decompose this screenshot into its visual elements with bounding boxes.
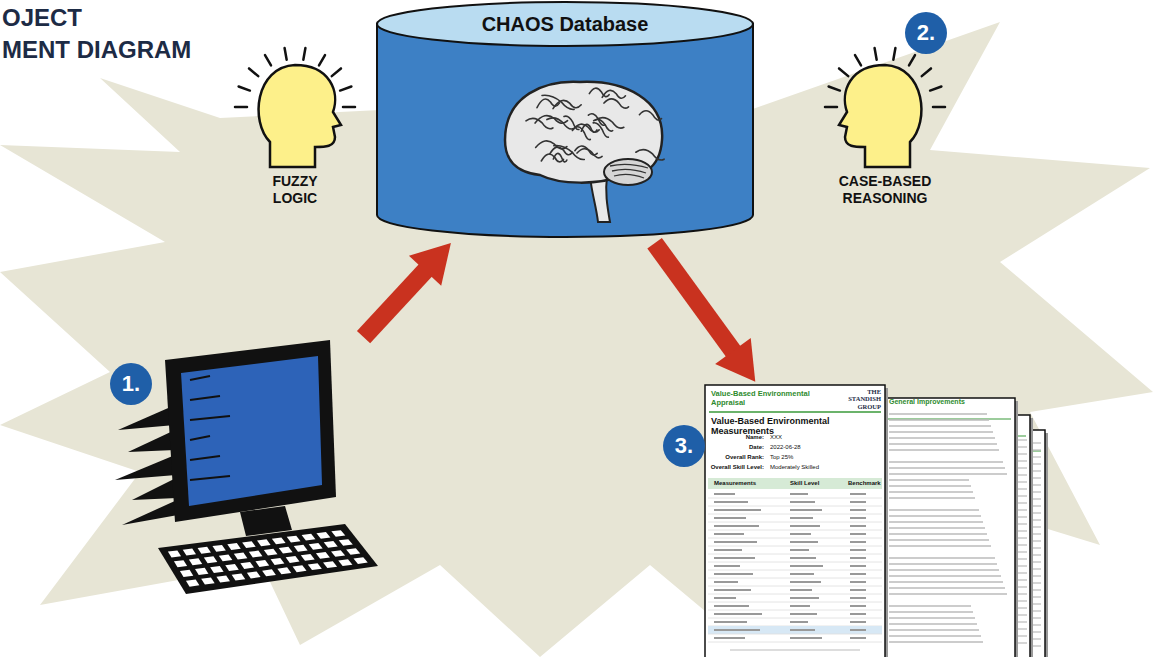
field-value: Top 25% — [770, 454, 793, 461]
field-name: Name: — [706, 434, 764, 441]
light-ray — [825, 106, 837, 109]
field-name: Date: — [706, 444, 764, 451]
brain — [505, 82, 664, 222]
idea-head — [825, 48, 945, 167]
database-title: CHAOS Database — [375, 12, 755, 36]
light-ray — [909, 55, 915, 65]
field-value: 2022-06-28 — [770, 444, 801, 451]
light-ray — [343, 106, 355, 109]
light-ray — [855, 55, 861, 65]
page-heading: General Improvements — [889, 398, 965, 406]
document-heading: Value-Based Environmental Measurements — [711, 416, 881, 437]
light-ray — [930, 86, 941, 90]
field-name: Overall Rank: — [706, 454, 764, 461]
light-ray — [332, 68, 341, 76]
field-value: XXX — [770, 434, 782, 441]
light-ray — [235, 106, 247, 109]
table-header: Skill Level — [790, 480, 819, 487]
light-ray — [893, 48, 895, 60]
cylinder-body — [377, 24, 753, 237]
light-ray — [239, 86, 250, 90]
light-ray — [249, 68, 258, 76]
idea-head-node: FUZZY LOGIC — [225, 45, 365, 215]
field-name: Overall Skill Level: — [706, 464, 764, 471]
computer — [115, 340, 378, 594]
light-ray — [839, 68, 848, 76]
table-header: Measurements — [714, 480, 756, 487]
arrow-shaft — [655, 243, 738, 357]
database-cylinder-shape — [375, 0, 755, 240]
arrow-shaft — [364, 265, 431, 337]
idea-head-node-shape — [815, 45, 955, 215]
flow-arrow — [655, 243, 756, 382]
callout-number: 3. — [663, 425, 705, 467]
arrow-head — [409, 243, 451, 286]
light-ray — [303, 48, 305, 60]
idea-head-node-shape — [225, 45, 365, 215]
field-value: Moderately Skilled — [770, 464, 819, 471]
arrow-head — [715, 338, 755, 382]
heading-fragment: MENT DIAGRAM — [2, 36, 191, 64]
head-label: FUZZY LOGIC — [260, 173, 330, 207]
light-ray — [340, 86, 351, 90]
flow-arrow — [364, 243, 451, 337]
head-outline — [259, 65, 341, 167]
document-title: Value-Based Environmental Appraisal — [711, 390, 829, 407]
database-cylinder: CHAOS Database — [375, 0, 755, 240]
light-ray — [875, 48, 877, 60]
light-ray — [933, 106, 945, 109]
light-ray — [829, 86, 840, 90]
light-ray — [285, 48, 287, 60]
idea-head — [235, 48, 355, 167]
light-ray — [319, 55, 325, 65]
light-ray — [265, 55, 271, 65]
light-ray — [922, 68, 931, 76]
table-header: Benchmark — [848, 480, 881, 487]
callout-number: 2. — [905, 12, 947, 54]
idea-head-node: CASE-BASED REASONING — [815, 45, 955, 215]
report-pages — [705, 385, 1048, 657]
head-label: CASE-BASED REASONING — [830, 173, 940, 207]
head-outline — [839, 65, 921, 167]
callout-number: 1. — [110, 363, 152, 405]
heading-fragment: OJECT — [2, 4, 82, 32]
computer-node: 1. — [105, 340, 380, 595]
logo-text: THE STANDISH GROUP — [843, 388, 881, 410]
